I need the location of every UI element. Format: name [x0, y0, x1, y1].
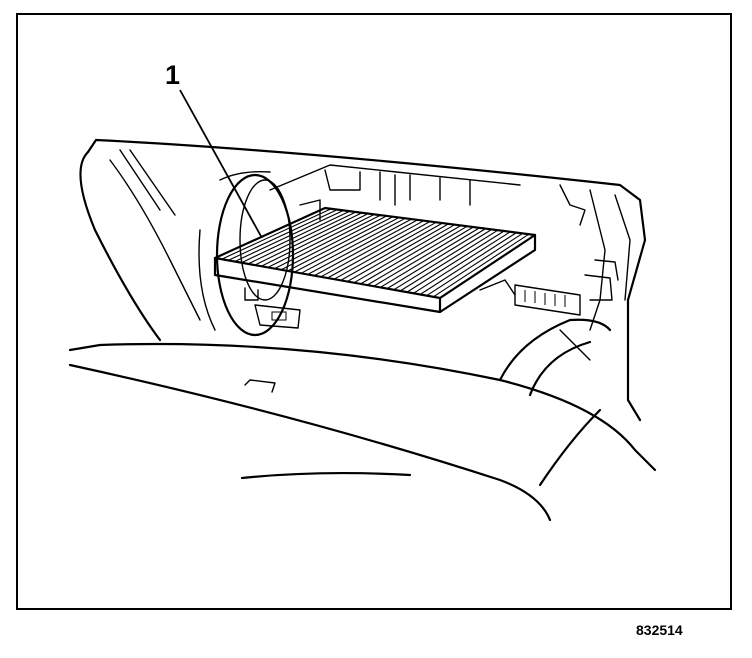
filter-pleat — [221, 208, 332, 260]
filter-slot-hardware — [244, 279, 516, 329]
filter-pleat — [294, 217, 400, 273]
dash-housing — [79, 138, 647, 422]
filter-pleat — [267, 213, 375, 268]
filter-pleat — [373, 226, 474, 287]
filter-pleat — [340, 222, 443, 281]
filter-pleat — [433, 233, 530, 298]
filter-pleat — [234, 209, 344, 262]
filter-pleat — [393, 228, 493, 291]
filter-pleat — [419, 232, 517, 295]
filter-pleat — [227, 209, 338, 261]
filter-pleat — [247, 211, 357, 265]
cabin-air-filter — [213, 206, 537, 314]
filter-pleat — [366, 225, 468, 286]
instrument-panel-edge — [68, 342, 657, 522]
figure-frame — [16, 13, 732, 610]
callout-1: 1 — [165, 60, 180, 90]
interior-details — [269, 164, 521, 221]
filter-pleat — [241, 210, 350, 264]
filter-pleat — [287, 216, 394, 272]
filter-pleat — [300, 217, 406, 274]
filter-pleat — [400, 229, 499, 292]
filter-pleat — [314, 219, 418, 277]
side-connector — [514, 259, 619, 316]
filter-pleat — [320, 220, 425, 278]
filter-pleat — [347, 223, 449, 282]
duct-hose — [498, 318, 612, 397]
filter-pleat — [261, 213, 369, 267]
filter-pleat — [426, 232, 523, 297]
filter-pleat — [274, 214, 381, 270]
filter-pleat — [353, 224, 455, 284]
filter-pleat — [406, 230, 505, 293]
filter-pleat — [360, 225, 462, 285]
filter-pleats — [221, 208, 530, 298]
filter-pleat — [386, 228, 486, 290]
callout-leader — [179, 89, 263, 239]
filter-pleat — [280, 215, 388, 271]
filter-pleat — [254, 212, 363, 266]
figure-id: 832514 — [636, 622, 683, 638]
filter-pleat — [333, 221, 437, 280]
filter-pleat — [380, 227, 480, 288]
filter-pleat — [413, 231, 511, 294]
filter-pleat — [307, 218, 412, 275]
filter-pleat — [327, 221, 431, 279]
